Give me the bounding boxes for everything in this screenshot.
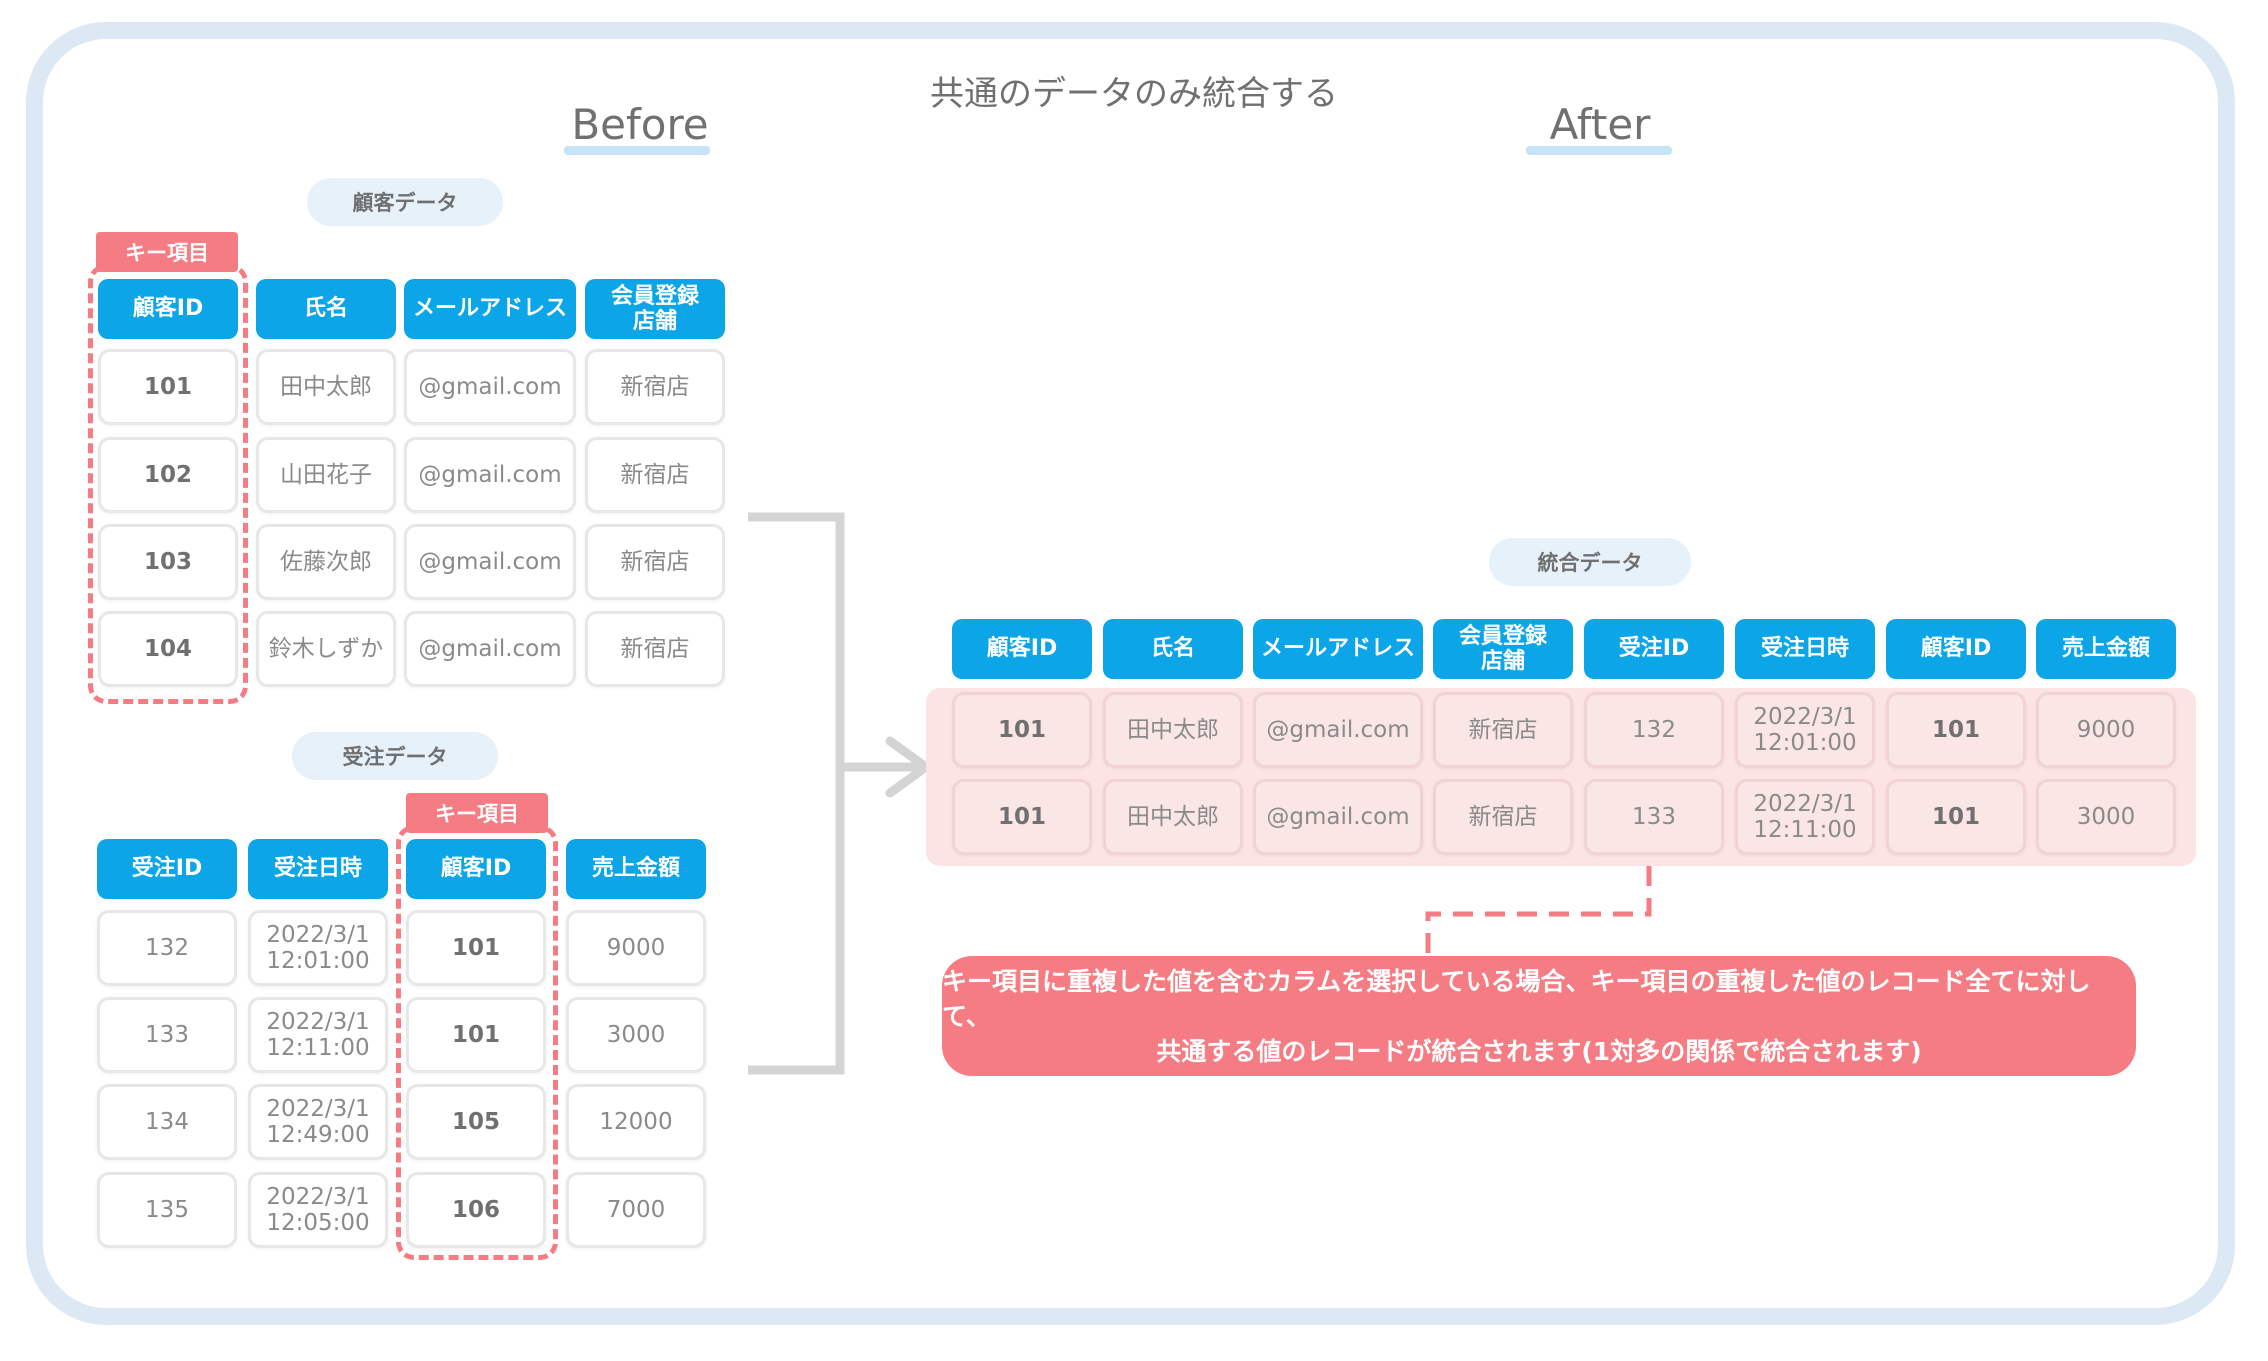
order-table-title: 受注データ: [292, 732, 498, 780]
table-cell: @gmail.com: [1253, 779, 1423, 855]
merge-arrow-icon: [748, 512, 931, 1075]
table-cell: 101: [1886, 779, 2026, 855]
table-cell: 新宿店: [585, 349, 725, 425]
column-header: 顧客ID: [1886, 619, 2026, 679]
table-cell: 12000: [566, 1084, 706, 1160]
column-header: メールアドレス: [1253, 619, 1423, 679]
callout-note: キー項目に重複した値を含むカラムを選択している場合、キー項目の重複した値のレコー…: [942, 956, 2136, 1076]
table-cell: 3000: [566, 997, 706, 1073]
table-cell: 102: [98, 437, 238, 513]
column-header: 受注日時: [1735, 619, 1875, 679]
table-cell: 101: [98, 349, 238, 425]
column-header: 会員登録店舗: [1433, 619, 1573, 679]
table-cell: 7000: [566, 1172, 706, 1248]
table-cell: 山田花子: [256, 437, 396, 513]
table-cell: 新宿店: [585, 524, 725, 600]
before-underline: [564, 146, 710, 155]
table-cell: 104: [98, 611, 238, 687]
table-cell: 101: [1886, 692, 2026, 768]
table-cell: 135: [97, 1172, 237, 1248]
column-header: 受注ID: [97, 839, 237, 899]
column-header: 受注日時: [248, 839, 388, 899]
table-cell: @gmail.com: [404, 611, 576, 687]
merged-table-title: 統合データ: [1489, 538, 1691, 586]
column-header: 受注ID: [1584, 619, 1724, 679]
customer-key-highlight: [88, 264, 248, 704]
table-cell: 佐藤次郎: [256, 524, 396, 600]
table-cell: 101: [406, 997, 546, 1073]
table-cell: 103: [98, 524, 238, 600]
table-cell: 鈴木しずか: [256, 611, 396, 687]
table-cell: @gmail.com: [404, 349, 576, 425]
table-cell: @gmail.com: [404, 437, 576, 513]
table-cell: 105: [406, 1084, 546, 1160]
table-cell: 134: [97, 1084, 237, 1160]
table-cell: 新宿店: [1433, 779, 1573, 855]
table-cell: 133: [97, 997, 237, 1073]
after-label: After: [1549, 100, 1651, 149]
before-label: Before: [571, 100, 709, 149]
callout-line-2: 共通する値のレコードが統合されます(1対多の関係で統合されます): [1156, 1036, 1922, 1066]
customer-table-title: 顧客データ: [307, 178, 503, 226]
table-cell: 132: [1584, 692, 1724, 768]
table-cell: @gmail.com: [404, 524, 576, 600]
table-cell: 101: [952, 692, 1092, 768]
table-cell: 田中太郎: [1103, 692, 1243, 768]
page-title: 共通のデータのみ統合する: [930, 74, 1338, 114]
table-cell: 101: [406, 910, 546, 986]
table-cell: 9000: [566, 910, 706, 986]
table-cell: 132: [97, 910, 237, 986]
column-header: 会員登録店舗: [585, 279, 725, 339]
column-header: 顧客ID: [952, 619, 1092, 679]
table-cell: 3000: [2036, 779, 2176, 855]
table-cell: 新宿店: [585, 611, 725, 687]
table-cell: 田中太郎: [256, 349, 396, 425]
order-key-highlight: [396, 825, 558, 1260]
table-cell: 106: [406, 1172, 546, 1248]
table-cell: 101: [952, 779, 1092, 855]
column-header: 顧客ID: [98, 279, 238, 339]
column-header: 売上金額: [2036, 619, 2176, 679]
column-header: 顧客ID: [406, 839, 546, 899]
column-header: メールアドレス: [404, 279, 576, 339]
table-cell: @gmail.com: [1253, 692, 1423, 768]
table-cell: 133: [1584, 779, 1724, 855]
table-cell: 新宿店: [1433, 692, 1573, 768]
column-header: 氏名: [256, 279, 396, 339]
column-header: 売上金額: [566, 839, 706, 899]
callout-line-1: キー項目に重複した値を含むカラムを選択している場合、キー項目の重複した値のレコー…: [942, 966, 2091, 1031]
callout-connector: [1425, 866, 1652, 960]
table-cell: 9000: [2036, 692, 2176, 768]
table-cell: 田中太郎: [1103, 779, 1243, 855]
column-header: 氏名: [1103, 619, 1243, 679]
after-underline: [1526, 146, 1672, 155]
table-cell: 新宿店: [585, 437, 725, 513]
